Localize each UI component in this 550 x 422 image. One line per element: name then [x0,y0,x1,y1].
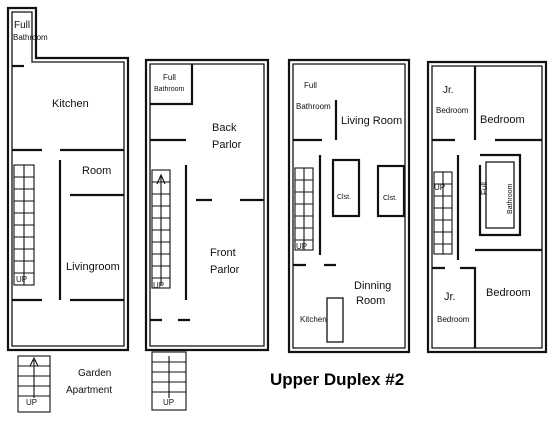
plan4-jr-top-label-2: Bedroom [436,106,469,115]
plan3-kitchen-counter [326,297,344,343]
plan2-front-label-2: Parlor [210,264,240,276]
plan4-jr-top-label-1: Jr. [443,85,454,96]
plan1-bath-label-1: Full [14,20,30,31]
plan4-stair-up-label: UP [434,183,445,192]
plan2-entry-stairs [151,351,187,411]
plan-parlor-floor: Full Bathroom Back Parlor Front Parlor U… [144,58,270,411]
plan4-bath-inner [485,161,515,229]
plan4-jr-bottom-wall [432,266,477,348]
plan1-livingroom-label: Livingroom [66,261,120,273]
plan2-bath-wall [150,64,194,106]
plan3-closet-left [331,158,361,218]
plan2-entry-up-label: UP [163,398,174,407]
plan2-front-label-1: Front [210,247,236,259]
plan2-back-label-2: Parlor [212,139,242,151]
plan1-garden-label-2: Apartment [66,385,112,396]
plan1-entry-up-label: UP [26,398,37,407]
plan1-inner-wall [11,11,125,347]
plan1-entry-arrow [29,356,39,398]
plan-duplex-lower: Full Bathroom Living Room Clst. Clst. Di… [287,58,411,354]
plan1-room-label: Room [82,165,111,177]
plan3-dining-label-1: Dinning [354,280,391,292]
plan1-bath-label-2: Bathroom [13,33,48,42]
plan4-jr-bottom-label-1: Jr. [444,291,456,303]
diagram-title: Upper Duplex #2 [270,370,404,389]
plan3-inner-wall [292,63,406,349]
plan2-back-label-1: Back [212,122,237,134]
plan4-bath-label-2: Bathroom [507,183,514,214]
plan3-stair-up-label: UP [296,242,307,251]
plan1-garden-label-1: Garden [78,368,111,379]
plan3-outer-wall [287,58,411,354]
plan1-outer-wall [6,6,130,352]
plan4-jr-bottom-label-2: Bedroom [437,315,470,324]
plan3-kitchen-label: Kitchen [300,315,327,324]
plan3-closet-left-label: Clst. [337,194,351,201]
plan2-staircase [151,169,171,289]
plan3-bath-label-1: Full [304,81,317,90]
plan4-jr-top-wall [432,66,477,142]
plan2-bath-label-2: Bathroom [154,86,185,93]
plan4-inner-wall [431,65,543,349]
plan2-bath-label-1: Full [163,73,176,82]
plan3-bath-label-2: Bathroom [296,102,331,111]
plan2-stair-up-label: UP [153,281,164,290]
plan4-bath-outer [478,153,522,237]
plan3-closet-right [376,164,406,218]
plan4-bedroom-top-label: Bedroom [480,114,525,126]
plan1-stair-up-label: UP [16,275,27,284]
plan-garden-apartment: Full Bathroom Kitchen Room Livingroom UP… [6,6,130,413]
plan3-closet-right-label: Clst. [383,195,397,202]
plan4-bedroom-bottom-label: Bedroom [486,287,531,299]
plan2-stair-arrow [156,173,166,285]
plan3-dining-label-2: Room [356,295,385,307]
plan2-outer-wall [144,58,270,352]
plan1-kitchen-label: Kitchen [52,98,89,110]
plan4-bath-label-1: Full [480,182,489,195]
plan3-living-label: Living Room [341,115,402,127]
plan3-bath-wall [293,100,338,142]
plan4-outer-wall [426,60,548,354]
plan2-inner-wall [149,63,265,347]
plan-duplex-upper: Jr. Bedroom Bedroom Full Bathroom Jr. Be… [426,60,548,354]
plan1-entry-stairs [17,355,51,413]
